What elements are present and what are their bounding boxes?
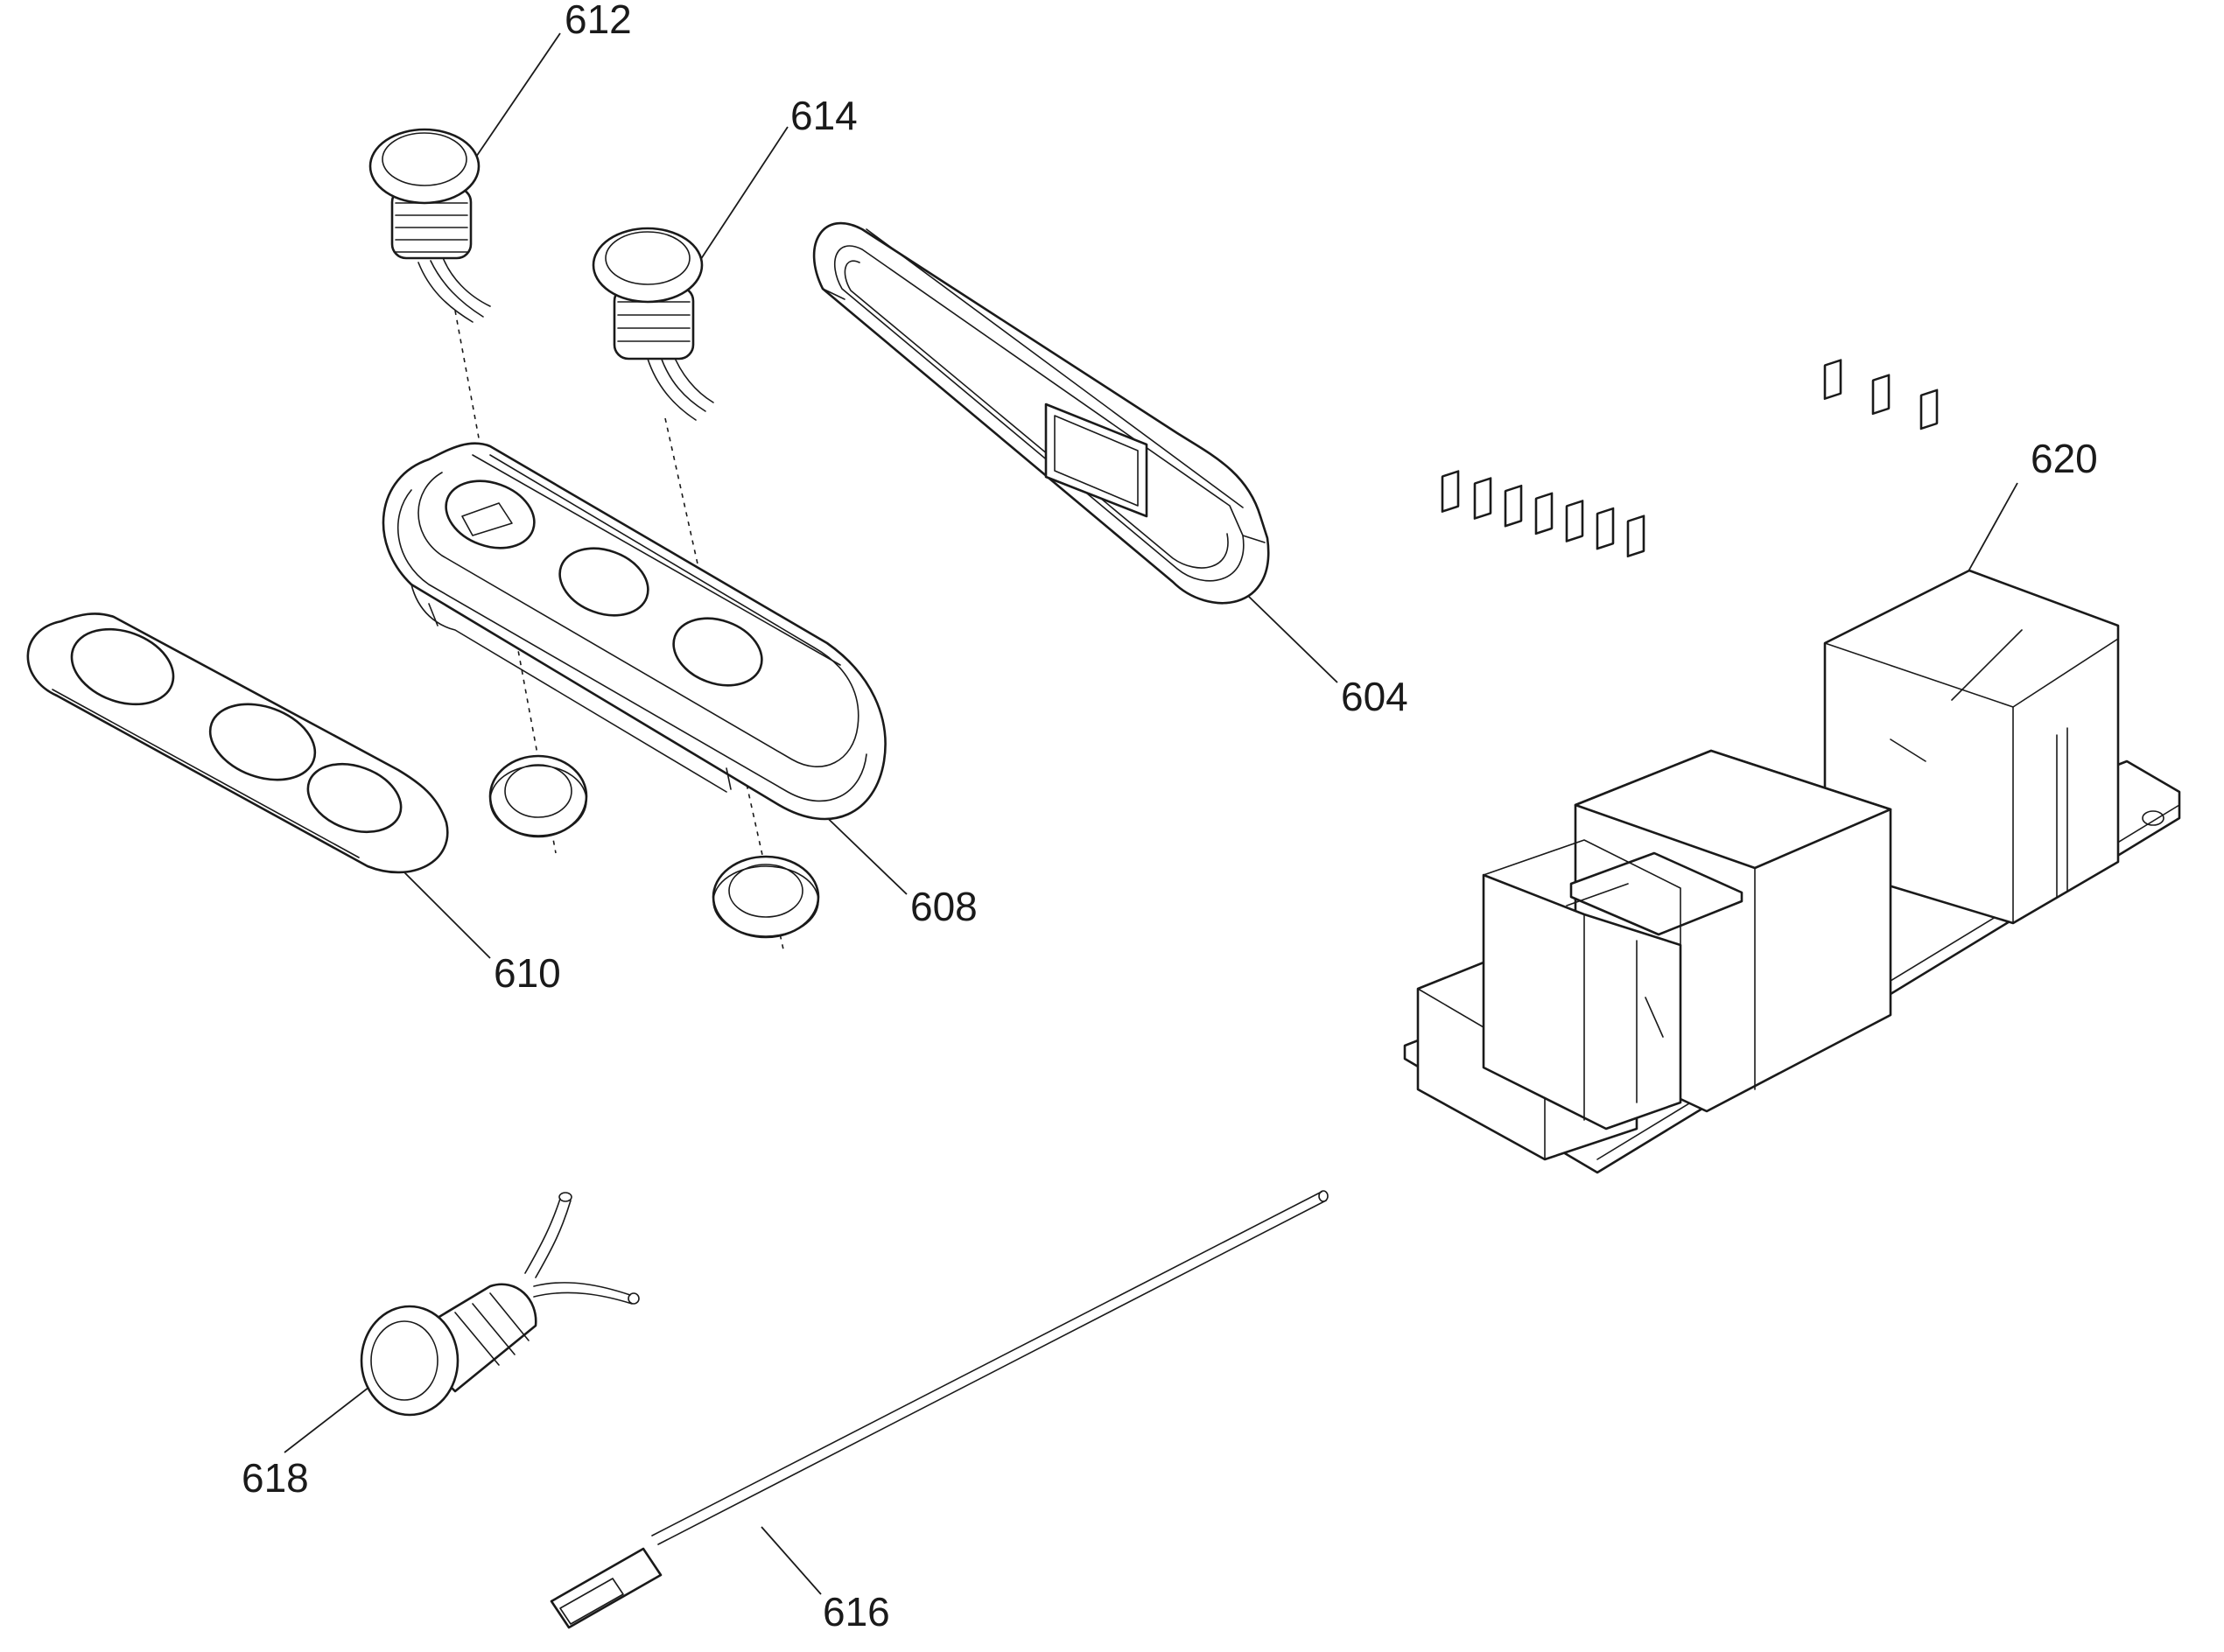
leader-618: [284, 1377, 382, 1453]
label-604: 604: [1341, 674, 1408, 719]
component-nut-ring-a: [488, 754, 588, 838]
component-616-cable: [550, 1190, 1329, 1629]
leader-lines: [284, 32, 2018, 1595]
label-608: 608: [910, 884, 978, 929]
leader-604: [1246, 594, 1338, 683]
component-nut-ring-b: [712, 855, 820, 939]
component-610-overlay: [26, 612, 449, 874]
component-620-board: [1403, 359, 2181, 1174]
component-604-bezel: [812, 221, 1270, 605]
leader-620: [1964, 482, 2018, 578]
label-616: 616: [823, 1589, 890, 1634]
leader-616: [761, 1526, 822, 1595]
leader-610: [402, 870, 491, 959]
component-614-button: [592, 227, 714, 421]
component-608-housing: [382, 442, 887, 821]
component-612-button: [368, 128, 491, 323]
label-610: 610: [494, 950, 561, 996]
leader-612: [472, 32, 561, 163]
component-618-button: [360, 1192, 640, 1417]
label-614: 614: [790, 93, 858, 138]
label-612: 612: [565, 0, 632, 42]
leader-614: [695, 126, 789, 268]
label-620: 620: [2031, 436, 2098, 481]
label-618: 618: [242, 1455, 309, 1501]
